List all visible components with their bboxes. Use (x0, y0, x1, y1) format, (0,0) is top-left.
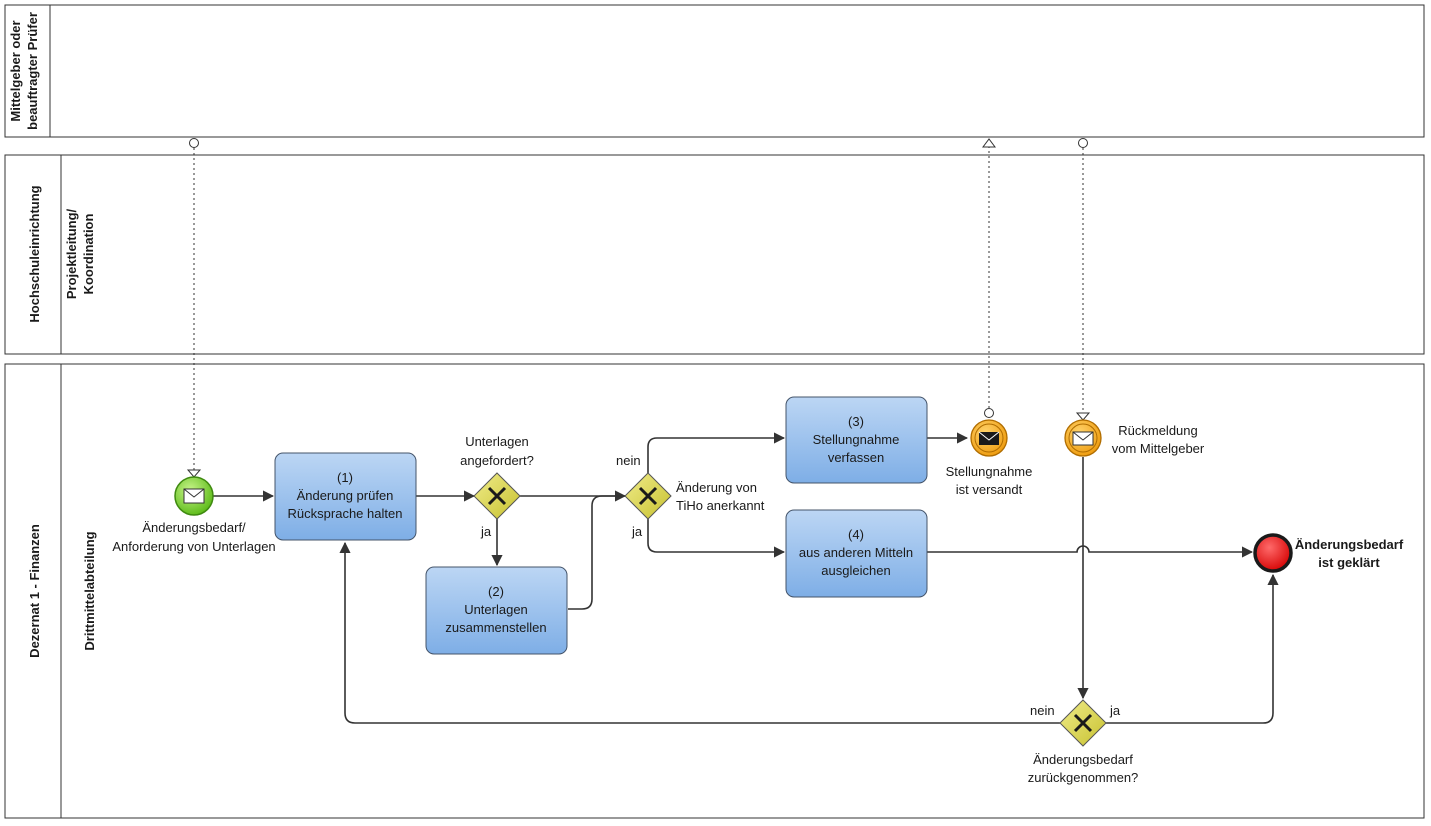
gateway1-label-1: Unterlagen (465, 434, 529, 449)
gateway3-yes-label: ja (1109, 703, 1121, 718)
event-sent-label-1: Stellungnahme (946, 464, 1033, 479)
envelope-filled-icon (979, 432, 999, 445)
task3-label-1: Stellungnahme (813, 432, 900, 447)
task2-number: (2) (488, 584, 504, 599)
flow-gw2-no-to-task3 (647, 432, 786, 473)
pool-institute-label: Hochschuleinrichtung (27, 185, 42, 322)
flow-gw3-no-to-task1 (339, 541, 1060, 724)
lane-coordination-label-2: Koordination (81, 214, 96, 295)
gateway-change-withdrawn: Änderungsbedarf zurückgenommen? nein ja (1028, 699, 1139, 785)
exclusive-gateway-x-icon (487, 486, 507, 506)
event-feedback-label-2: vom Mittelgeber (1112, 441, 1205, 456)
task-compile-documents[interactable]: (2) Unterlagen zusammenstellen (425, 566, 568, 655)
pool-funder-label-2: beauftragter Prüfer (25, 12, 40, 130)
flow-gw3-yes-to-end (1106, 573, 1279, 724)
gateway1-yes-label: ja (480, 524, 492, 539)
task2-label-2: zusammenstellen (445, 620, 546, 635)
task1-label-2: Rücksprache halten (288, 506, 403, 521)
message-flow-feedback-arrow (1075, 412, 1091, 421)
flow-task2-to-gw2 (568, 495, 625, 610)
gateway2-no-label: nein (616, 453, 641, 468)
envelope-icon (1072, 431, 1094, 446)
lane-third-party-funds-label: Drittmittelabteilung (82, 531, 97, 650)
gateway-documents-requested: Unterlagen angefordert? ja (460, 434, 534, 539)
exclusive-gateway-x-icon (638, 486, 658, 506)
task3-number: (3) (848, 414, 864, 429)
message-flow-start-arrow (186, 469, 202, 478)
start-event-label-1: Änderungsbedarf/ (142, 520, 246, 535)
task2-label-1: Unterlagen (464, 602, 528, 617)
start-event: Änderungsbedarf/ Anforderung von Unterla… (112, 476, 276, 554)
gateway2-label-1: Änderung von (676, 480, 757, 495)
event-feedback-label-1: Rückmeldung (1118, 423, 1198, 438)
message-flow-feedback-source (1078, 138, 1088, 148)
message-flows (186, 138, 1091, 478)
pool-funder-label-1: Mittelgeber oder (8, 20, 23, 121)
event-sent-label-2: ist versandt (956, 482, 1023, 497)
task-balance-other-funds[interactable]: (4) aus anderen Mitteln ausgleichen (785, 509, 928, 598)
end-event-label-1: Änderungsbedarf (1295, 537, 1404, 552)
message-flow-sent-source (984, 408, 994, 418)
pool-funder: Mittelgeber oder beauftragter Prüfer (4, 4, 1425, 138)
event-feedback-received: Rückmeldung vom Mittelgeber (1064, 419, 1205, 457)
flow-gw2-yes-to-task4 (647, 519, 786, 558)
gateway2-label-2: TiHo anerkannt (676, 498, 765, 513)
gateway3-label-1: Änderungsbedarf (1033, 752, 1133, 767)
sequence-flows (213, 432, 1279, 724)
message-flow-start-source (189, 138, 199, 148)
pool-institute: Hochschuleinrichtung Projektleitung/ Koo… (4, 154, 1425, 355)
task3-label-2: verfassen (828, 450, 884, 465)
task4-label-2: ausgleichen (821, 563, 890, 578)
gateway3-label-2: zurückgenommen? (1028, 770, 1139, 785)
task1-number: (1) (337, 470, 353, 485)
gateway3-no-label: nein (1030, 703, 1055, 718)
exclusive-gateway-x-icon (1073, 713, 1093, 733)
gateway-change-accepted: Änderung von TiHo anerkannt nein ja (616, 453, 765, 539)
start-event-label-2: Anforderung von Unterlagen (112, 539, 275, 554)
end-event: Änderungsbedarf ist geklärt (1253, 533, 1404, 573)
task-write-statement[interactable]: (3) Stellungnahme verfassen (785, 396, 928, 484)
pool-finance-label: Dezernat 1 - Finanzen (27, 524, 42, 658)
end-event-label-2: ist geklärt (1318, 555, 1380, 570)
task1-label-1: Änderung prüfen (297, 488, 394, 503)
task-check-change[interactable]: (1) Änderung prüfen Rücksprache halten (274, 452, 417, 541)
gateway2-yes-label: ja (631, 524, 643, 539)
pool-finance: Dezernat 1 - Finanzen Drittmittelabteilu… (4, 363, 1425, 819)
gateway1-label-2: angefordert? (460, 453, 534, 468)
message-flow-sent-arrow (982, 138, 996, 148)
event-statement-sent: Stellungnahme ist versandt (946, 419, 1033, 497)
lane-coordination-label-1: Projektleitung/ (64, 208, 79, 299)
task4-label-1: aus anderen Mitteln (799, 545, 913, 560)
task4-number: (4) (848, 527, 864, 542)
